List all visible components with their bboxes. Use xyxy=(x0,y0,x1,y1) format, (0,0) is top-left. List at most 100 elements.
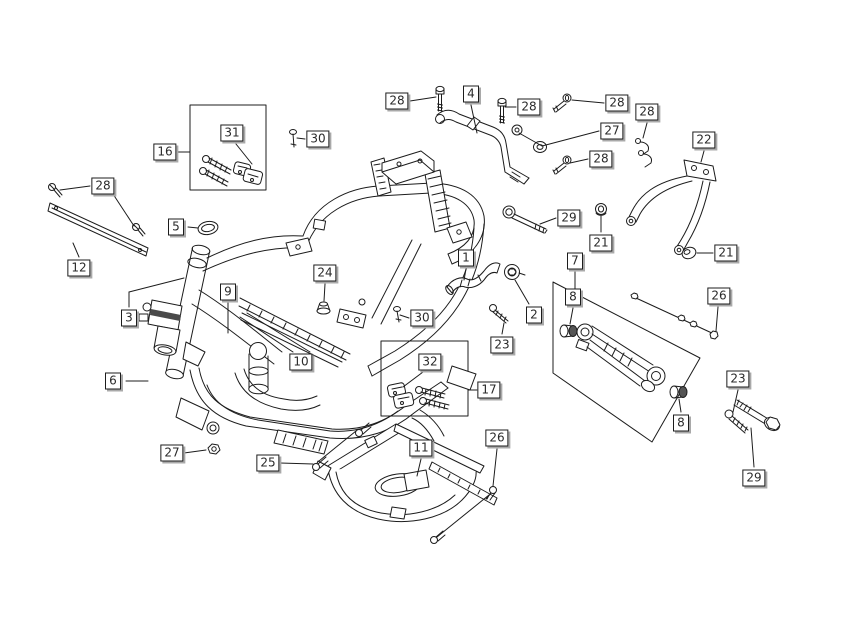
leader-line xyxy=(514,279,530,305)
part-2-grommet xyxy=(504,264,526,280)
bushing-21-b xyxy=(681,246,697,260)
callout-27: 27 xyxy=(160,444,184,462)
leader-line xyxy=(518,132,543,147)
callout-1: 1 xyxy=(458,249,474,267)
leader-line xyxy=(296,137,306,140)
callout-22: 22 xyxy=(692,131,716,149)
part-1-hose xyxy=(445,262,501,295)
leader-line xyxy=(246,312,311,353)
callout-30: 30 xyxy=(410,309,434,327)
bolt-28-b xyxy=(497,97,507,124)
callout-21: 21 xyxy=(589,234,613,252)
bolt-28-d xyxy=(552,155,572,175)
leader-line xyxy=(678,398,682,413)
leader-line xyxy=(700,150,705,163)
callout-27: 27 xyxy=(600,122,624,140)
part-27-nut-washer xyxy=(511,124,547,153)
leader-line xyxy=(235,143,253,165)
callout-6: 6 xyxy=(105,372,121,390)
callout-5: 5 xyxy=(168,218,184,236)
callout-28: 28 xyxy=(91,177,115,195)
part-32-clamp-kit xyxy=(386,382,450,410)
callout-32: 32 xyxy=(418,353,442,371)
callout-11: 11 xyxy=(409,439,433,457)
callout-8: 8 xyxy=(673,414,689,432)
callout-16: 16 xyxy=(153,143,177,161)
screw-30-top xyxy=(289,129,297,148)
leader-line xyxy=(463,268,467,281)
leader-line xyxy=(399,314,410,319)
leader-line xyxy=(642,122,648,139)
bolt-23-mid xyxy=(489,304,509,324)
callout-2: 2 xyxy=(526,306,542,324)
bolt-29-top xyxy=(502,205,548,234)
callout-28: 28 xyxy=(589,150,613,168)
bolt-28-c xyxy=(552,93,572,113)
nut-chain-26 xyxy=(630,292,719,340)
callout-23: 23 xyxy=(490,336,514,354)
leader-line xyxy=(402,371,424,388)
callout-28: 28 xyxy=(635,103,659,121)
clip-28-pair xyxy=(635,138,652,168)
leader-line xyxy=(72,242,80,258)
leader-line xyxy=(750,427,755,468)
callout-10: 10 xyxy=(289,353,313,371)
leader-line xyxy=(323,283,326,302)
bolt-23-right xyxy=(724,409,749,434)
screw-25-pair xyxy=(312,422,372,471)
leader-line xyxy=(569,158,589,164)
leader-lines xyxy=(59,96,755,487)
part-5-cap xyxy=(197,220,219,236)
leader-line xyxy=(409,96,437,102)
part-24-bumper xyxy=(316,301,331,315)
callout-12: 12 xyxy=(67,259,91,277)
leader-line xyxy=(112,193,135,227)
leader-line xyxy=(470,104,478,134)
leader-line xyxy=(501,322,505,335)
leader-line xyxy=(59,185,91,191)
leader-line xyxy=(416,458,422,477)
leader-line xyxy=(183,449,207,454)
bushing-8-a xyxy=(559,324,578,338)
callout-4: 4 xyxy=(463,85,479,103)
screw-30-mid xyxy=(393,306,402,323)
leader-line xyxy=(715,306,719,332)
bushing-8-b xyxy=(669,385,688,399)
callout-9: 9 xyxy=(220,283,236,301)
callout-28: 28 xyxy=(517,98,541,116)
callout-29: 29 xyxy=(557,209,581,227)
part-11-floor-panel xyxy=(312,423,498,522)
leader-line xyxy=(187,226,199,229)
leader-line xyxy=(732,389,739,413)
part-7-mount-assembly xyxy=(575,323,666,393)
leader-line xyxy=(128,277,185,293)
nut-27-bottom xyxy=(207,443,221,455)
leader-line xyxy=(239,316,294,353)
leader-line xyxy=(279,462,314,465)
callout-29: 29 xyxy=(742,469,766,487)
leader-line xyxy=(539,217,557,225)
part-4-bracket xyxy=(435,109,530,185)
callout-31: 31 xyxy=(220,124,244,142)
part-12-sill-strip xyxy=(47,202,149,257)
callout-3: 3 xyxy=(121,309,137,327)
callout-30: 30 xyxy=(306,130,330,148)
leader-line xyxy=(569,307,574,325)
callout-28: 28 xyxy=(605,94,629,112)
leader-line xyxy=(492,448,498,487)
callout-8: 8 xyxy=(565,288,581,306)
bolt-29-right xyxy=(733,399,781,432)
group-box-7 xyxy=(552,281,701,443)
callout-26: 26 xyxy=(485,429,509,447)
callout-25: 25 xyxy=(256,454,280,472)
leader-line xyxy=(541,130,600,147)
callout-21: 21 xyxy=(714,244,738,262)
bolt-28-a xyxy=(435,85,445,112)
callout-23: 23 xyxy=(726,370,750,388)
callout-24: 24 xyxy=(313,264,337,282)
leader-line xyxy=(571,99,605,104)
bushing-21-a xyxy=(595,203,607,216)
